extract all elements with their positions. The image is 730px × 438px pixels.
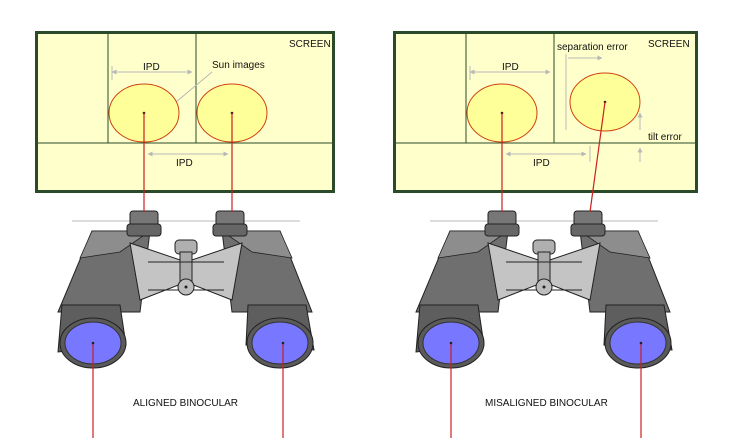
sun-images-label: Sun images: [212, 60, 265, 71]
sun-images-leader: [175, 71, 213, 103]
caption-misaligned: MISALIGNED BINOCULAR: [485, 398, 608, 409]
ipd-top-dimension-right: [469, 66, 551, 80]
separation-error-dimension: [565, 54, 603, 130]
ipd-bottom-label-left: IPD: [176, 158, 193, 169]
caption-aligned: ALIGNED BINOCULAR: [133, 398, 238, 409]
ipd-bottom-dimension-right: [505, 146, 591, 162]
screen-label-right: SCREEN: [648, 39, 690, 50]
ipd-bottom-label-right: IPD: [533, 158, 550, 169]
screen-left: [35, 31, 335, 193]
ipd-top-label-left: IPD: [143, 62, 160, 73]
misaligned-panel: SCREEN separation error IPD tilt error I…: [393, 31, 698, 438]
aligned-panel: SCREEN IPD Sun images IPD ALIGNED BINOCU: [35, 31, 335, 438]
ipd-top-label-right: IPD: [502, 62, 519, 73]
optical-rays-left: [92, 113, 284, 438]
ipd-top-dimension-left: [111, 66, 193, 80]
screen-label-left: SCREEN: [289, 39, 331, 50]
screen-right: [393, 31, 698, 193]
tilt-error-label: tilt error: [648, 132, 683, 143]
binocular-aligned: [57, 210, 315, 369]
binocular-misaligned: [415, 210, 673, 369]
separation-error-label: separation error: [557, 42, 628, 53]
optical-rays-right: [450, 101, 642, 438]
